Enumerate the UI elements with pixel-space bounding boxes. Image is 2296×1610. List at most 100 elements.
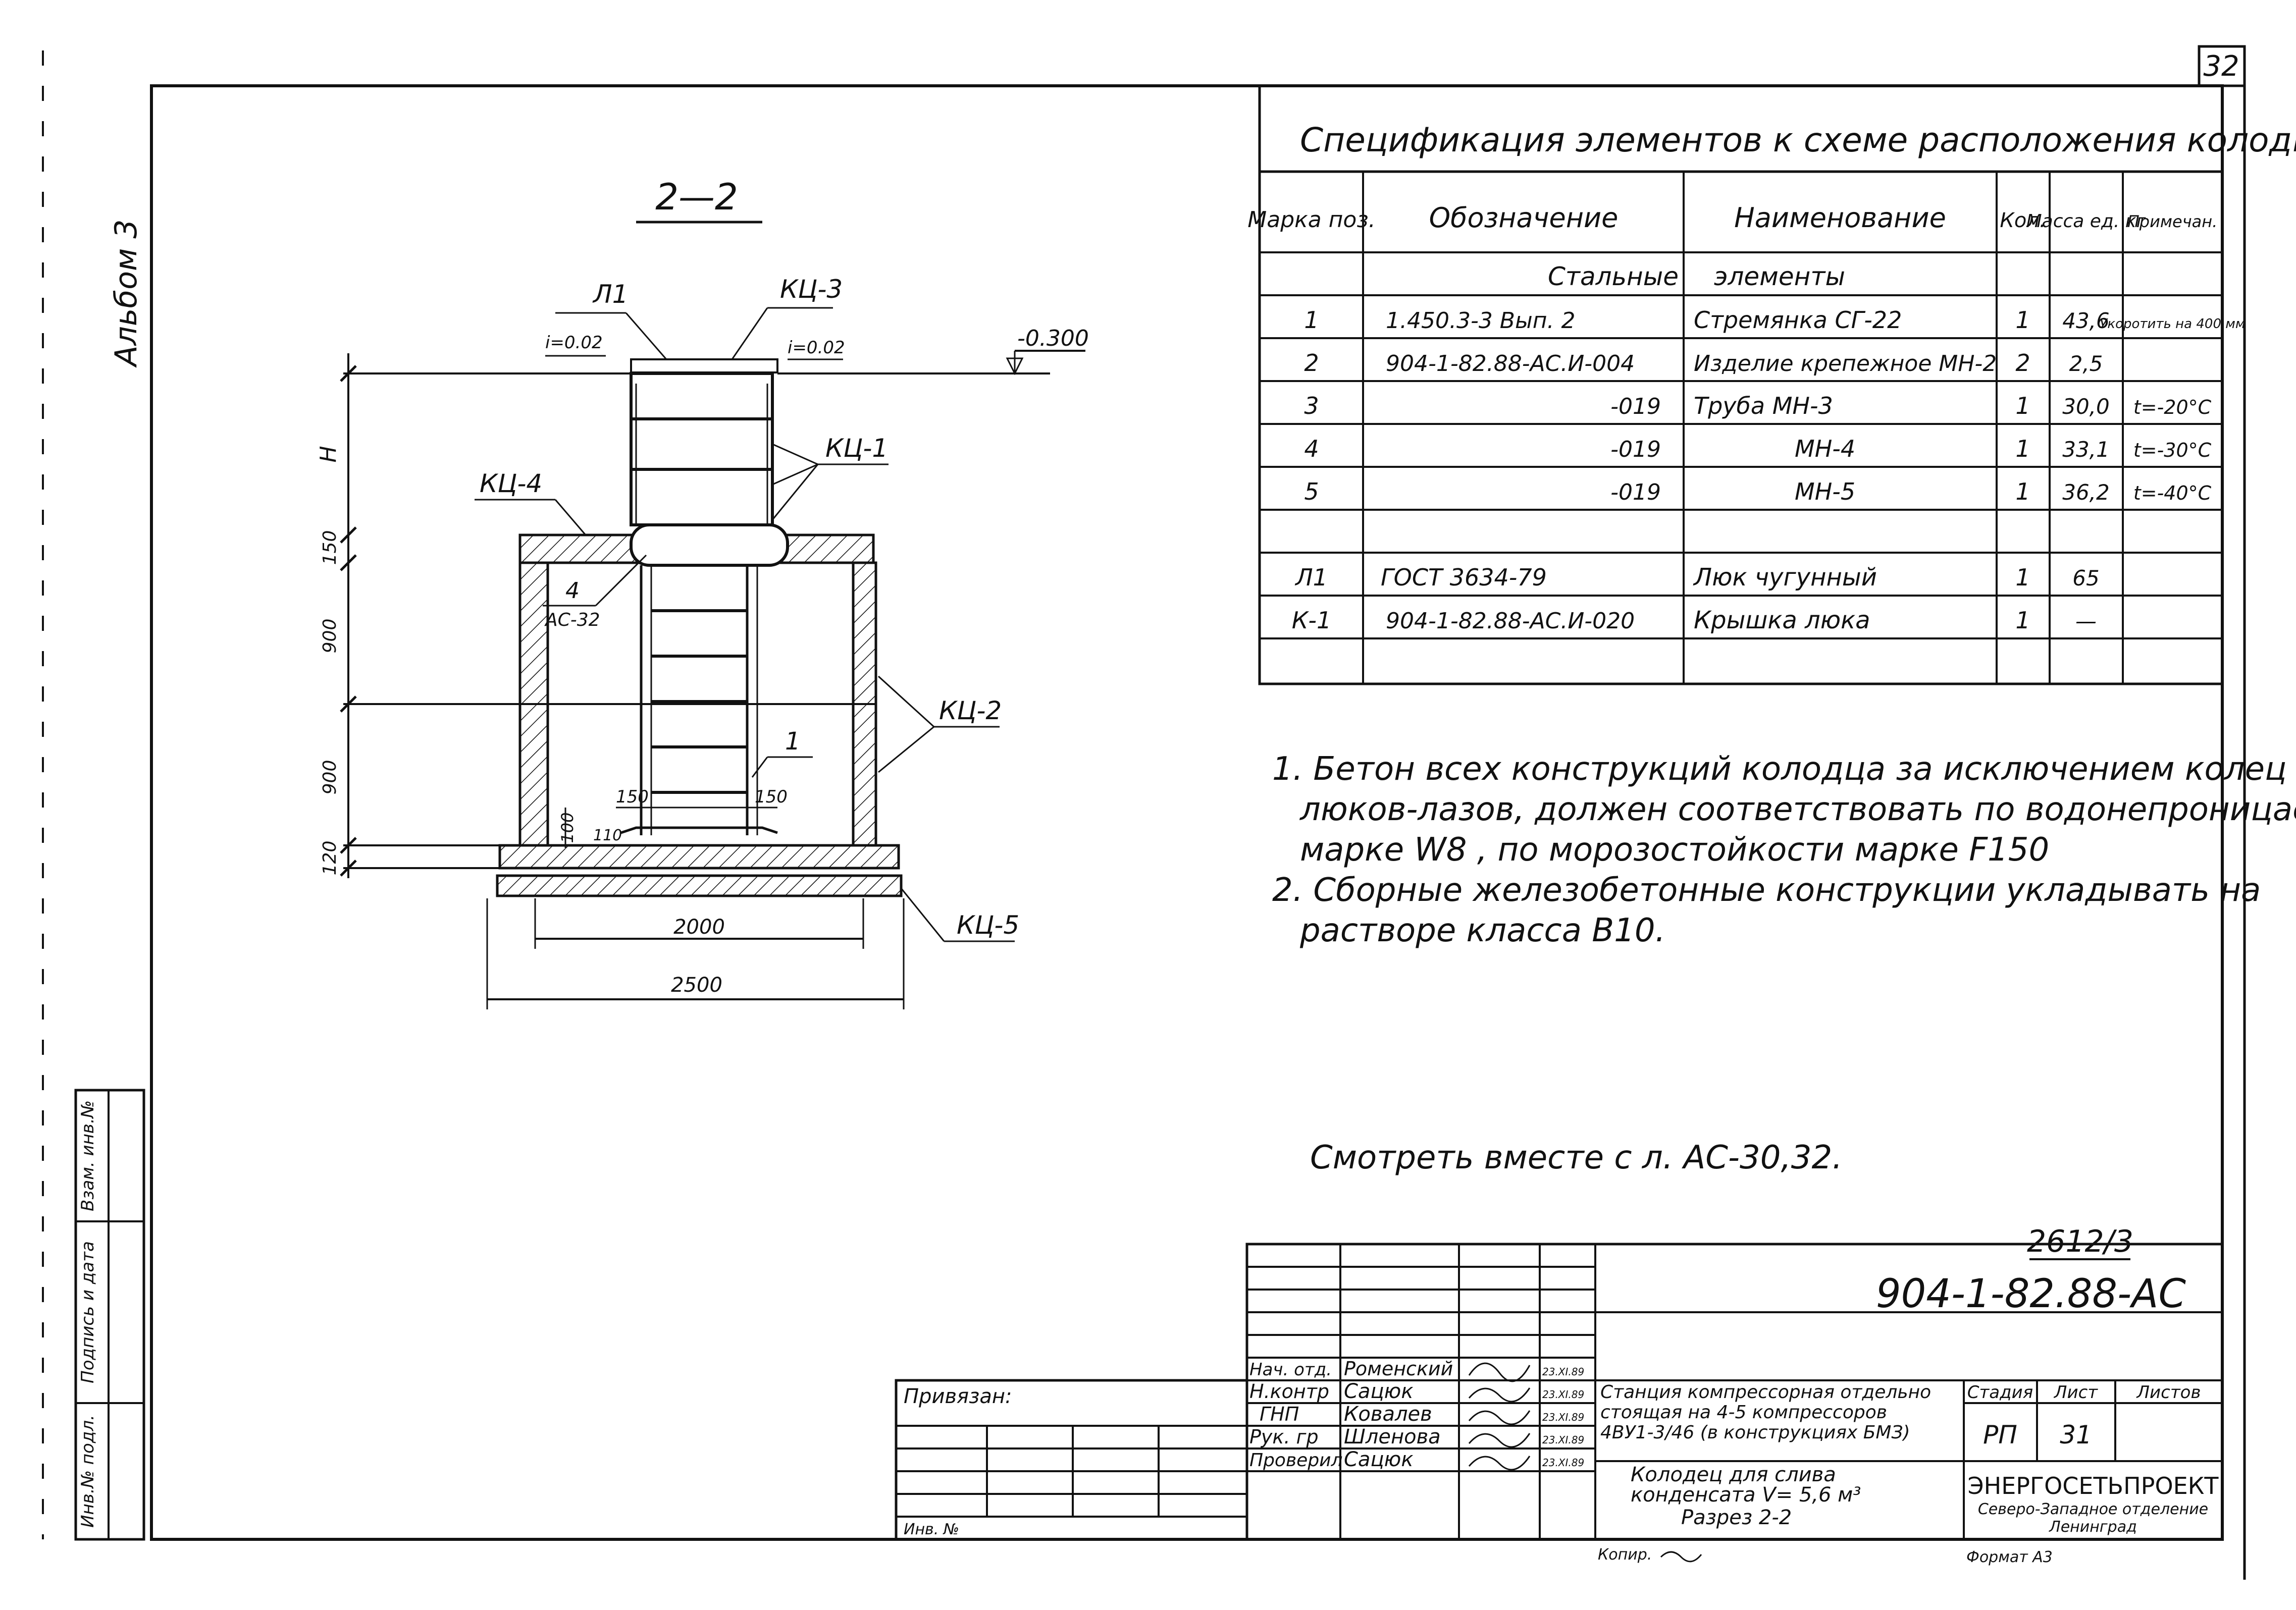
svg-text:Стремянка СГ-22: Стремянка СГ-22 xyxy=(1694,306,1902,334)
svg-text:Сацюк: Сацюк xyxy=(1344,1380,1414,1403)
svg-text:23.XI.89: 23.XI.89 xyxy=(1542,1388,1584,1401)
svg-text:Л1: Л1 xyxy=(1294,564,1328,591)
svg-text:5: 5 xyxy=(1304,478,1319,505)
signer-row: Нач. отд. Роменский 23.XI.89 xyxy=(1249,1358,1584,1382)
margin-inv-replace: Взам. инв.№ xyxy=(78,1100,98,1211)
bottom-slab xyxy=(498,844,900,870)
sheet-number: 32 xyxy=(2203,50,2239,83)
dim-h: Н xyxy=(316,446,341,462)
note-line: 1. Бетон всех конструкций колодца за иск… xyxy=(1272,750,2287,788)
svg-text:МН-4: МН-4 xyxy=(1795,435,1855,462)
label-kc5: КЦ-5 xyxy=(957,910,1019,940)
spec-header-qty: Кол. xyxy=(2000,209,2046,232)
table-row: 4 -019 МН-4 1 33,1 t=-30°C xyxy=(1304,435,2211,462)
signer-row: Н.контр Сацюк 23.XI.89 xyxy=(1249,1380,1584,1403)
svg-text:Н.контр: Н.контр xyxy=(1249,1380,1329,1403)
manhole-support xyxy=(630,523,789,567)
neck-ring xyxy=(630,417,774,471)
svg-text:Сацюк: Сацюк xyxy=(1344,1448,1414,1471)
notes: 1. Бетон всех конструкций колодца за иск… xyxy=(1272,750,2296,949)
drawing-line: Разрез 2-2 xyxy=(1681,1506,1792,1529)
album-label: Альбом 3 xyxy=(109,220,144,368)
spec-header-designation: Обозначение xyxy=(1429,202,1619,234)
spec-group-right: элементы xyxy=(1714,262,1845,291)
table-row: 2 904-1-82.88-АС.И-004 Изделие крепежное… xyxy=(1304,349,2103,377)
spec-header-mark: Марка поз. xyxy=(1247,207,1375,233)
svg-text:2,5: 2,5 xyxy=(2069,351,2103,376)
label-pos4-ref: АС-32 xyxy=(544,610,600,630)
note-line: люков-лазов, должен соответствовать по в… xyxy=(1299,791,2296,828)
org-city: Ленинград xyxy=(2049,1518,2137,1536)
margin-signature: Подпись и дата xyxy=(78,1241,98,1383)
dim-2000: 2000 xyxy=(673,916,725,939)
svg-text:2: 2 xyxy=(1304,349,1319,377)
dim-900a: 900 xyxy=(320,619,340,654)
svg-text:Нач. отд.: Нач. отд. xyxy=(1249,1360,1332,1380)
dim-2500: 2500 xyxy=(671,974,722,997)
svg-text:Люк чугунный: Люк чугунный xyxy=(1693,563,1877,592)
spec-title: Спецификация элементов к схеме расположе… xyxy=(1300,121,2296,159)
svg-text:—: — xyxy=(2075,609,2097,633)
svg-text:4: 4 xyxy=(1304,435,1319,462)
neck-ring xyxy=(630,468,774,526)
dim-150-left: 150 xyxy=(616,787,649,807)
svg-text:36,2: 36,2 xyxy=(2062,480,2110,505)
svg-text:ГНП: ГНП xyxy=(1260,1403,1299,1425)
note-line: растворе класса В10. xyxy=(1299,912,1665,949)
code-small: 2612/3 xyxy=(2027,1224,2133,1259)
spec-header-mass: Масса ед. кг xyxy=(2026,211,2147,232)
dim-900b: 900 xyxy=(320,760,340,795)
svg-text:Крышка люка: Крышка люка xyxy=(1694,606,1870,634)
dim-150-right: 150 xyxy=(755,787,788,807)
svg-text:Укоротить на 400 мм: Укоротить на 400 мм xyxy=(2100,316,2246,332)
spec-header-note: Примечан. xyxy=(2127,212,2218,231)
drawing-code: 904-1-82.88-АС xyxy=(1876,1271,2186,1317)
label-pos1: 1 xyxy=(785,727,801,756)
svg-text:Труба МН-3: Труба МН-3 xyxy=(1694,392,1833,419)
table-row: К-1 904-1-82.88-АС.И-020 Крышка люка 1 — xyxy=(1292,606,2097,634)
note-line: марке W8 , по морозостойкости марке F150 xyxy=(1300,831,2049,869)
spec-header-name: Наименование xyxy=(1734,202,1946,234)
svg-text:1: 1 xyxy=(1304,306,1319,334)
spec-table: Спецификация элементов к схеме расположе… xyxy=(1247,86,2296,685)
svg-text:Рук. гр: Рук. гр xyxy=(1249,1426,1319,1448)
ladder xyxy=(620,565,778,835)
project-line: Станция компрессорная отдельно xyxy=(1600,1382,1931,1403)
svg-text:К-1: К-1 xyxy=(1292,607,1332,634)
svg-text:1: 1 xyxy=(2015,607,2030,634)
svg-text:-019: -019 xyxy=(1610,394,1661,419)
table-row: 3 -019 Труба МН-3 1 30,0 t=-20°C xyxy=(1304,392,2211,419)
svg-text:t=-20°C: t=-20°C xyxy=(2133,396,2212,418)
svg-text:1: 1 xyxy=(2015,306,2030,334)
title-block: 2612/3 xyxy=(895,1224,2224,1566)
base-plate xyxy=(496,874,903,897)
dim-120: 120 xyxy=(320,841,340,876)
svg-text:23.XI.89: 23.XI.89 xyxy=(1542,1457,1584,1469)
note-line: 2. Сборные железобетонные конструкции ук… xyxy=(1272,872,2261,909)
see-also: Смотреть вместе с л. АС-30,32. xyxy=(1310,1139,1843,1176)
level-label: -0.300 xyxy=(1017,326,1089,351)
svg-text:Ковалев: Ковалев xyxy=(1344,1403,1432,1426)
slope-left: i=0.02 xyxy=(545,333,603,353)
stage-label: Стадия xyxy=(1967,1382,2033,1403)
label-l1: Л1 xyxy=(592,280,628,309)
svg-text:65: 65 xyxy=(2072,566,2099,591)
org-name: ЭНЕРГОСЕТЬПРОЕКТ xyxy=(1968,1472,2219,1499)
svg-text:1.450.3-3 Вып. 2: 1.450.3-3 Вып. 2 xyxy=(1386,308,1575,334)
svg-text:1: 1 xyxy=(2015,478,2030,505)
margin-inv-orig: Инв.№ подл. xyxy=(78,1415,98,1528)
svg-text:МН-5: МН-5 xyxy=(1795,478,1855,505)
dim-100: 100 xyxy=(558,812,577,843)
svg-text:t=-30°C: t=-30°C xyxy=(2133,439,2212,461)
sheet-value: 31 xyxy=(2060,1420,2092,1450)
sheet-label: Лист xyxy=(2053,1382,2098,1403)
svg-text:43,6: 43,6 xyxy=(2062,308,2110,333)
svg-text:Изделие крепежное МН-2: Изделие крепежное МН-2 xyxy=(1694,351,1997,377)
format-label: Формат А3 xyxy=(1966,1548,2053,1566)
svg-text:904-1-82.88-АС.И-020: 904-1-82.88-АС.И-020 xyxy=(1386,608,1635,634)
section-drawing: 2—2 -0.300 xyxy=(316,176,1089,1009)
svg-text:Шленова: Шленова xyxy=(1344,1425,1441,1448)
table-row: Л1 ГОСТ 3634-79 Люк чугунный 1 65 xyxy=(1294,563,2100,592)
slope-right: i=0.02 xyxy=(788,338,845,358)
drawing-line: конденсата V= 5,6 м³ xyxy=(1631,1483,1861,1507)
